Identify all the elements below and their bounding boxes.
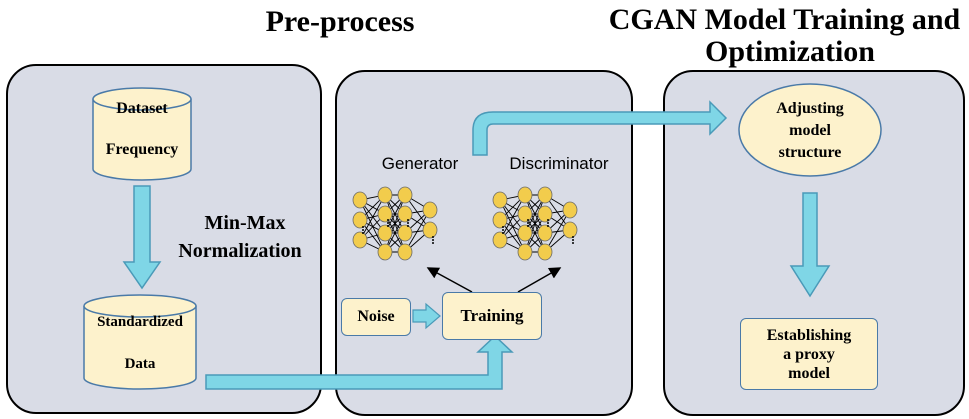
generator-neuron [397,243,413,261]
generator-ellipsis-dot [362,226,364,228]
discriminator-ellipsis-dot [502,229,504,231]
generator-network [352,186,438,261]
generator-connection [404,209,431,253]
generator-neuron [422,201,438,219]
discriminator-neuron [517,205,533,223]
noise-to-training-arrow [412,302,441,330]
discriminator-neuron [492,231,508,249]
generator-neuron [422,221,438,239]
standardized-cylinder [83,294,197,390]
proxy-model-box: Establishing a proxy model [740,318,878,390]
discriminator-ellipsis-dot [502,232,504,234]
discriminator-neuron [517,243,533,261]
generator-neuron [397,186,413,204]
adjust-down-arrow [789,192,831,298]
generator-ellipsis-dot [387,222,389,224]
generator-ellipsis-dot [407,219,409,221]
adjusting-label-line1: Adjusting [776,100,844,117]
dataset-cylinder [92,87,192,181]
generator-neuron [377,186,393,204]
discriminator-network [492,186,578,261]
discriminator-ellipsis-dot [547,222,549,224]
discriminator-ellipsis-dot [547,219,549,221]
discriminator-neuron [537,224,553,242]
discriminator-ellipsis-dot [527,225,529,227]
discriminator-connection [499,194,526,241]
discriminator-ellipsis-dot [572,236,574,238]
cgan-title-line1: CGAN Model Training and [608,3,961,36]
standardized-label: Standardized [97,314,183,330]
discriminator-neuron [537,186,553,204]
generator-ellipsis-dot [387,219,389,221]
discriminator-ellipsis-dot [572,242,574,244]
discriminator-ellipsis-dot [572,239,574,241]
discriminator-connection [544,209,571,253]
discriminator-neuron [492,211,508,229]
generator-ellipsis-dot [362,229,364,231]
discriminator-neuron [562,221,578,239]
generator-neuron [397,205,413,223]
generator-connection [359,194,386,241]
generator-ellipsis-dot [432,236,434,238]
noise-box: Noise [341,298,411,336]
generator-neuron [352,191,368,209]
cgan-title-line2: Optimization [705,35,875,68]
data-to-training-arrow [205,334,514,390]
training-box: Training [442,292,542,340]
discriminator-neuron [517,186,533,204]
discriminator-neuron [537,243,553,261]
generator-ellipsis-dot [407,222,409,224]
generator-connection [384,194,406,253]
adjusting-label-line3: structure [778,144,842,161]
to-adjusting-arrow [472,100,728,156]
normalization-label-line2: Normalization [178,240,302,262]
generator-ellipsis-dot [362,232,364,234]
training-to-discriminator-arrow [517,267,562,293]
discriminator-ellipsis-dot [527,222,529,224]
proxy-label-line3: model [788,364,830,382]
data-label: Data [124,356,156,372]
discriminator-ellipsis-dot [502,226,504,228]
adjusting-ellipse [738,83,882,177]
generator-ellipsis-dot [432,242,434,244]
discriminator-ellipsis-dot [547,225,549,227]
generator-neuron [397,224,413,242]
discriminator-neuron [537,205,553,223]
normalization-label-line1: Min-Max [204,212,286,234]
generator-ellipsis-dot [432,239,434,241]
generator-neuron [377,205,393,223]
dataset-label: Dataset [116,100,168,117]
discriminator-label: Discriminator [509,154,609,173]
discriminator-neuron [562,201,578,219]
generator-neuron [352,211,368,229]
generator-label: Generator [381,154,459,173]
generator-ellipsis-dot [407,225,409,227]
generator-ellipsis-dot [387,225,389,227]
generator-neuron [377,224,393,242]
normalize-down-arrow [122,185,162,290]
discriminator-neuron [517,224,533,242]
discriminator-ellipsis-dot [527,219,529,221]
adjusting-label-line2: model [789,122,831,139]
training-to-generator-arrow [426,267,473,293]
preprocess-title: Pre-process [265,5,415,38]
proxy-label-line1: Establishing [766,326,852,344]
generator-neuron [377,243,393,261]
discriminator-neuron [492,191,508,209]
generator-neuron [352,231,368,249]
proxy-label-line2: a proxy [783,345,835,363]
frequency-label: Frequency [105,141,179,158]
discriminator-connection [524,194,546,253]
